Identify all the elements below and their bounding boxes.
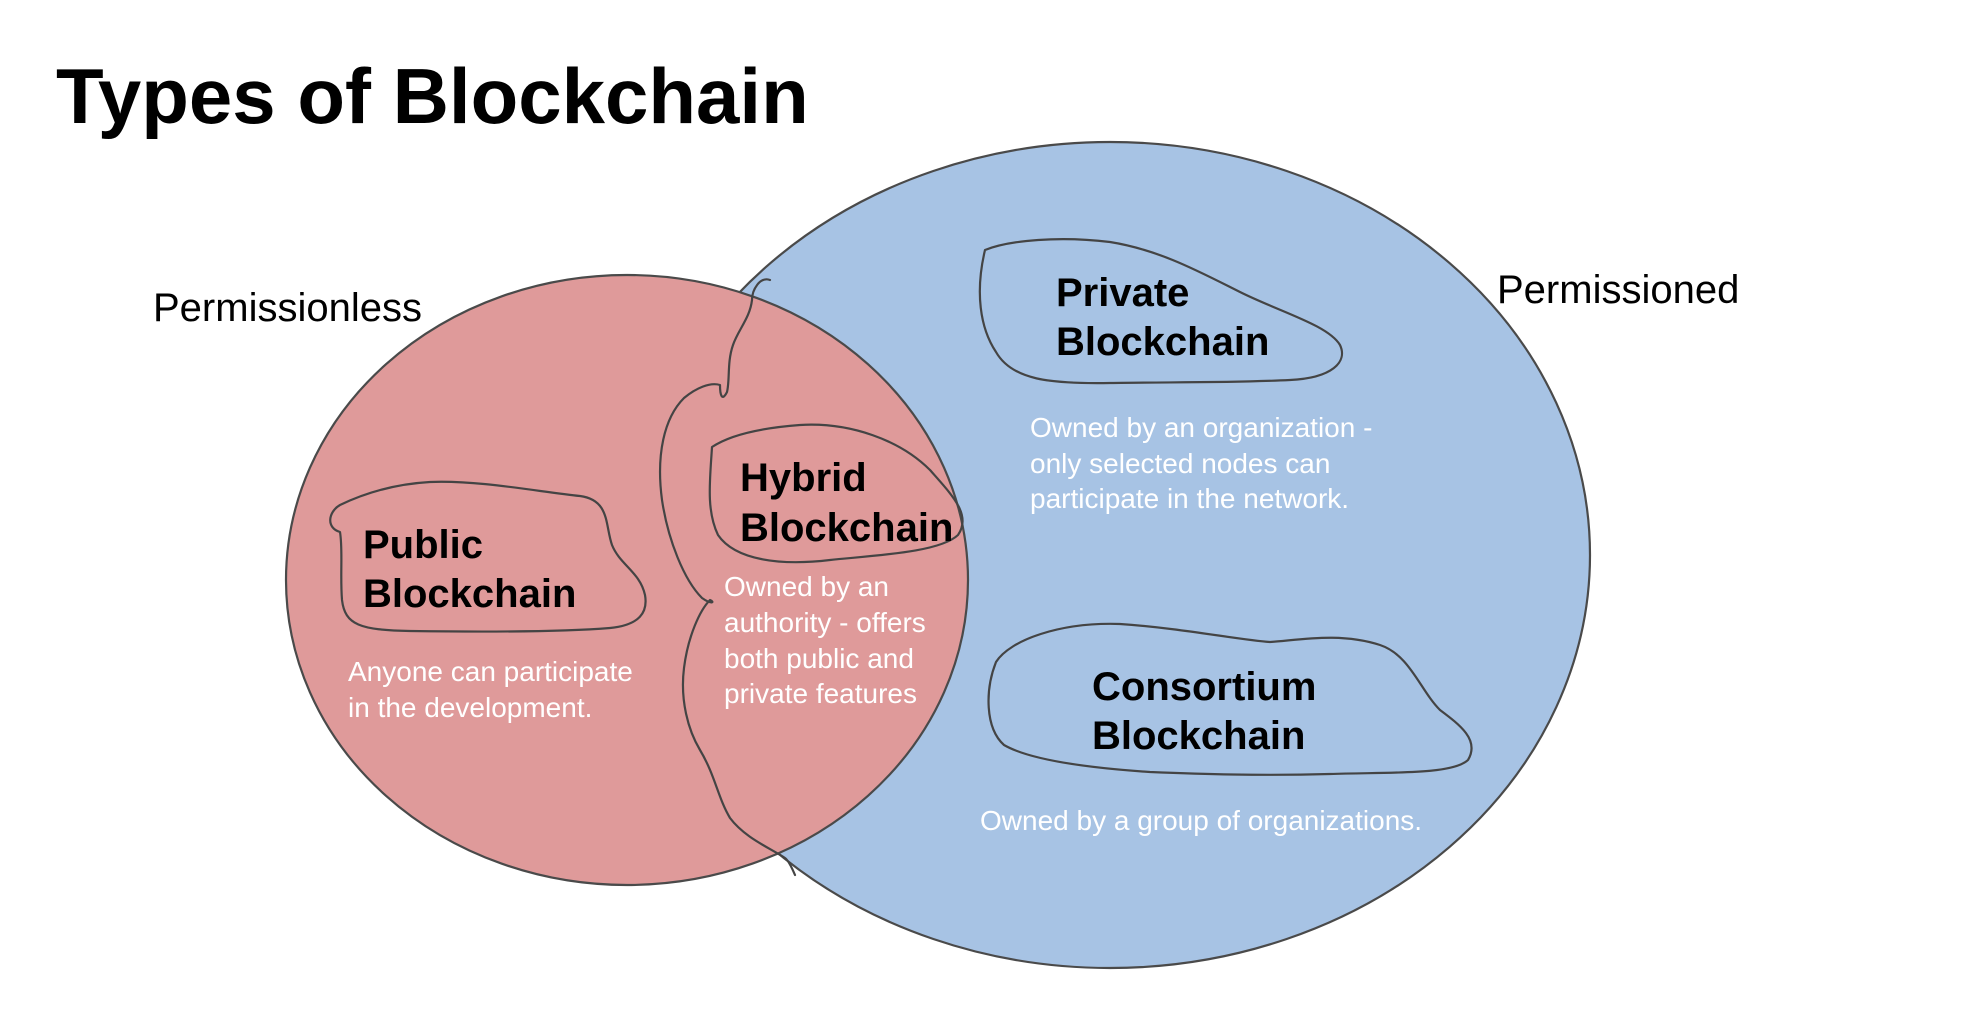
permissionless-circle <box>284 273 970 887</box>
hybrid-blockchain-desc-line2: authority - offers <box>724 607 926 638</box>
consortium-blockchain-desc-line1: Owned by a group of organizations. <box>980 805 1422 836</box>
diagram-title: Types of Blockchain <box>56 52 809 140</box>
hybrid-blockchain-desc-line4: private features <box>724 678 917 709</box>
hybrid-blockchain-name-line2: Blockchain <box>740 506 953 550</box>
hybrid-blockchain-desc-line1: Owned by an <box>724 571 889 602</box>
public-blockchain-desc-line1: Anyone can participate <box>348 656 633 687</box>
consortium-blockchain-outline <box>987 622 1473 776</box>
public-blockchain-outline <box>329 480 647 633</box>
private-blockchain-desc-line2: only selected nodes can <box>1030 448 1330 479</box>
consortium-blockchain-name-line1: Consortium <box>1092 665 1316 709</box>
private-blockchain-outline <box>978 238 1344 385</box>
permissioned-label: Permissioned <box>1497 268 1739 312</box>
hybrid-blockchain-desc-line3: both public and <box>724 643 914 674</box>
hybrid-blockchain-name-line1: Hybrid <box>740 456 867 500</box>
public-blockchain-name-line1: Public <box>363 523 483 567</box>
private-blockchain-name-line2: Blockchain <box>1056 320 1269 364</box>
consortium-blockchain-name-line2: Blockchain <box>1092 714 1305 758</box>
public-blockchain-desc-line2: in the development. <box>348 692 592 723</box>
public-blockchain-name-line2: Blockchain <box>363 572 576 616</box>
private-blockchain-desc-line3: participate in the network. <box>1030 483 1349 514</box>
hybrid-overlap-outline <box>659 278 797 877</box>
permissionless-label: Permissionless <box>153 286 422 330</box>
private-blockchain-desc-line1: Owned by an organization - <box>1030 412 1372 443</box>
hybrid-blockchain-outline <box>708 423 964 564</box>
private-blockchain-name-line1: Private <box>1056 271 1189 315</box>
